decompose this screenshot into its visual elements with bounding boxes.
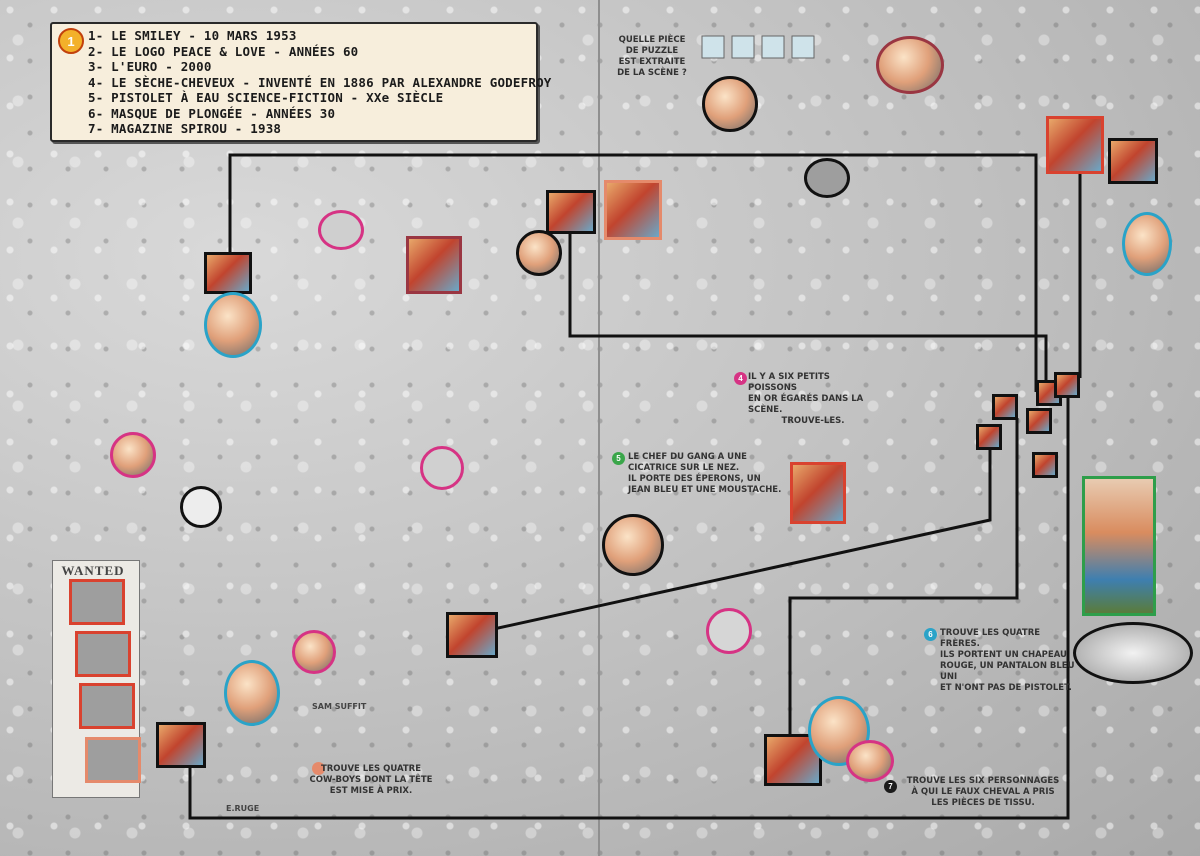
- legend-item: 4- LE SÈCHE-CHEVEUX - INVENTÉ EN 1886 PA…: [88, 74, 552, 90]
- legend-box: 1 1- LE SMILEY - 10 MARS 1953 2- LE LOGO…: [50, 22, 551, 142]
- wanted-title: WANTED: [61, 563, 125, 578]
- sign-label: SAM SUFFIT: [312, 702, 367, 711]
- puzzle-badge-6: 6: [924, 628, 937, 641]
- highlight-square-small[interactable]: [1032, 452, 1058, 478]
- highlight-square[interactable]: [604, 180, 662, 240]
- path-right: [788, 418, 1019, 740]
- highlight-circle[interactable]: [110, 432, 156, 478]
- highlight-square[interactable]: [204, 252, 252, 294]
- path-diagonal: [479, 436, 992, 634]
- puzzle-badge-7: 7: [884, 780, 897, 793]
- highlight-circle[interactable]: [420, 446, 464, 490]
- highlight-square-small[interactable]: [1054, 372, 1080, 398]
- puzzle-badge-5: 5: [612, 452, 625, 465]
- wanted-portrait[interactable]: [75, 631, 131, 677]
- highlight-circle[interactable]: [318, 210, 364, 250]
- highlight-circle[interactable]: [876, 36, 944, 94]
- highlight-square[interactable]: [1046, 116, 1104, 174]
- highlight-circle[interactable]: [204, 292, 262, 358]
- highlight-circle[interactable]: [804, 158, 850, 198]
- puzzle-question-jigsaw: QUELLE PIÈCE DE PUZZLE EST EXTRAITE DE L…: [617, 35, 687, 78]
- highlight-circle[interactable]: [292, 630, 336, 674]
- puzzle-question-cowboys: TROUVE LES QUATRE COW-BOYS DONT LA TÊTE …: [309, 764, 433, 796]
- legend-list: 1- LE SMILEY - 10 MARS 1953 2- LE LOGO P…: [88, 28, 552, 137]
- highlight-circle[interactable]: [808, 696, 870, 766]
- wanted-board: WANTED: [52, 560, 141, 798]
- legend-item: 6- MASQUE DE PLONGÉE - ANNÉES 30: [88, 105, 336, 121]
- highlight-circle[interactable]: [224, 660, 280, 726]
- highlight-square[interactable]: [1108, 138, 1158, 184]
- legend-item: 1- LE SMILEY - 10 MARS 1953: [88, 28, 297, 43]
- highlight-square-small[interactable]: [992, 394, 1018, 420]
- puzzle-badge-cowboys: [312, 762, 325, 775]
- highlight-circle[interactable]: [706, 608, 752, 654]
- page-fold: [598, 0, 600, 856]
- highlight-circle[interactable]: [516, 230, 562, 276]
- highlight-circle[interactable]: [702, 76, 758, 132]
- highlight-square-small[interactable]: [976, 424, 1002, 450]
- highlight-square[interactable]: [446, 612, 498, 658]
- highlight-circle[interactable]: [1122, 212, 1172, 276]
- highlight-circle[interactable]: [180, 486, 222, 528]
- artist-signature: E.RUGE: [226, 804, 260, 813]
- highlight-circle[interactable]: [602, 514, 664, 576]
- puzzle-pieces-icon: [701, 35, 815, 59]
- path-middle: [568, 218, 1048, 382]
- highlight-square[interactable]: [406, 236, 462, 294]
- puzzle-badge-4: 4: [734, 372, 747, 385]
- legend-item: 5- PISTOLET À EAU SCIENCE-FICTION - XXe …: [88, 90, 444, 105]
- highlight-square[interactable]: [546, 190, 596, 234]
- puzzle-question-fish: IL Y A SIX PETITS POISSONS EN OR ÉGARÉS …: [748, 372, 864, 426]
- puzzle-question-gang-chief: LE CHEF DU GANG A UNE CICATRICE SUR LE N…: [628, 452, 782, 495]
- highlight-frame-large[interactable]: [1082, 476, 1156, 616]
- highlight-oval-magazine[interactable]: [1073, 622, 1193, 684]
- highlight-square-small[interactable]: [1026, 408, 1052, 434]
- puzzle-question-brothers: TROUVE LES QUATRE FRÈRES. ILS PORTENT UN…: [940, 628, 1075, 693]
- legend-item: 3- L'EURO - 2000: [88, 59, 212, 74]
- legend-item: 7- MAGAZINE SPIROU - 1938: [88, 121, 282, 136]
- wanted-portrait[interactable]: [85, 737, 141, 783]
- path-right-top: [1060, 163, 1082, 378]
- highlight-circle[interactable]: [846, 740, 894, 782]
- wanted-portrait[interactable]: [69, 579, 125, 625]
- path-bottom: [188, 388, 1070, 820]
- path-top: [228, 153, 1038, 392]
- highlight-square[interactable]: [790, 462, 846, 524]
- highlight-square[interactable]: [156, 722, 206, 768]
- legend-number-badge: 1: [58, 28, 84, 54]
- puzzle-question-fabric: TROUVE LES SIX PERSONNAGES À QUI LE FAUX…: [906, 776, 1060, 808]
- wanted-portrait[interactable]: [79, 683, 135, 729]
- legend-item: 2- LE LOGO PEACE & LOVE - ANNÉES 60: [88, 43, 359, 59]
